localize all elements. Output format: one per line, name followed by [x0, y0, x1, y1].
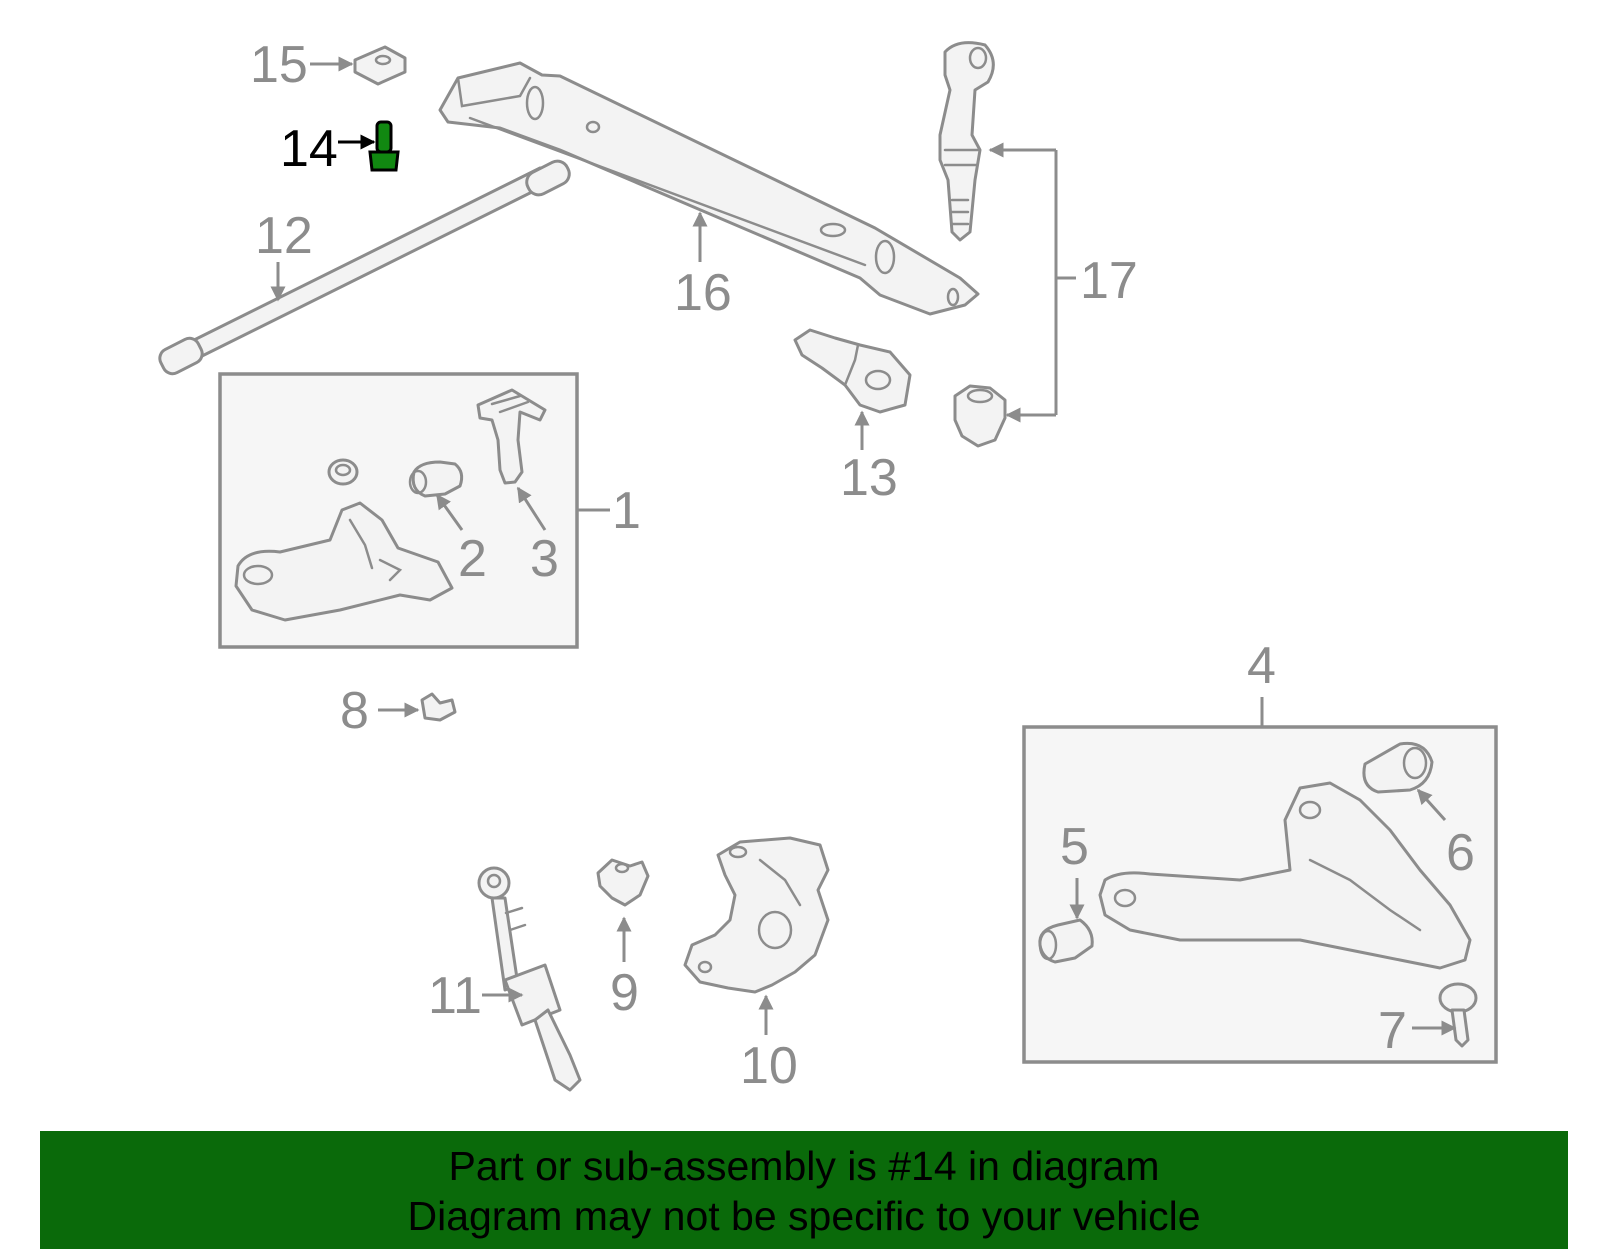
part-11-shock-absorber[interactable]	[477, 866, 582, 1092]
part-8-clip[interactable]	[420, 692, 457, 722]
part-2-bushing[interactable]	[408, 460, 464, 498]
part-4-lower-control-arm[interactable]	[1098, 781, 1472, 970]
callout-3[interactable]: 3	[530, 530, 559, 588]
part-14-bolt[interactable]	[368, 120, 400, 172]
callout-9[interactable]: 9	[610, 964, 639, 1022]
callout-16[interactable]: 16	[674, 264, 732, 322]
part-10-steering-knuckle[interactable]	[683, 836, 830, 994]
callout-7[interactable]: 7	[1378, 1002, 1407, 1060]
callout-10[interactable]: 10	[740, 1037, 798, 1095]
part-12-stabilizer-bar[interactable]	[156, 157, 573, 377]
callout-2[interactable]: 2	[458, 530, 487, 588]
part-13-bracket[interactable]	[793, 328, 912, 414]
part-6-bushing[interactable]	[1362, 741, 1434, 794]
part-17-stabilizer-link[interactable]	[938, 41, 995, 242]
callout-11[interactable]: 11	[428, 967, 482, 1025]
arrow-2	[435, 493, 464, 531]
part-9-bump-stop[interactable]	[596, 858, 650, 907]
arrow-6	[1416, 788, 1447, 822]
callout-4[interactable]: 4	[1247, 637, 1276, 695]
callout-6[interactable]: 6	[1446, 824, 1475, 882]
part-3-ball-joint[interactable]	[476, 388, 547, 485]
callout-12[interactable]: 12	[255, 207, 313, 265]
banner-line-1: Part or sub-assembly is #14 in diagram	[448, 1143, 1160, 1189]
callout-15[interactable]: 15	[250, 36, 308, 94]
banner-line-2: Diagram may not be specific to your vehi…	[407, 1193, 1201, 1239]
part-15-clip-nut[interactable]	[353, 45, 407, 86]
part-17-bushing[interactable]	[953, 384, 1007, 448]
callout-8[interactable]: 8	[340, 682, 369, 740]
callout-5[interactable]: 5	[1060, 818, 1089, 876]
callout-17[interactable]: 17	[1080, 252, 1138, 310]
part-1-small-bushing[interactable]	[327, 458, 359, 486]
part-16-crossmember[interactable]	[438, 61, 980, 316]
callout-1[interactable]: 1	[612, 482, 641, 540]
info-banner: Part or sub-assembly is #14 in diagram D…	[40, 1131, 1568, 1249]
callout-13[interactable]: 13	[840, 449, 898, 507]
part-5-bushing[interactable]	[1038, 918, 1094, 964]
part-1-control-arm[interactable]	[234, 501, 454, 622]
arrow-3	[516, 486, 547, 531]
callout-14[interactable]: 14	[280, 120, 338, 178]
